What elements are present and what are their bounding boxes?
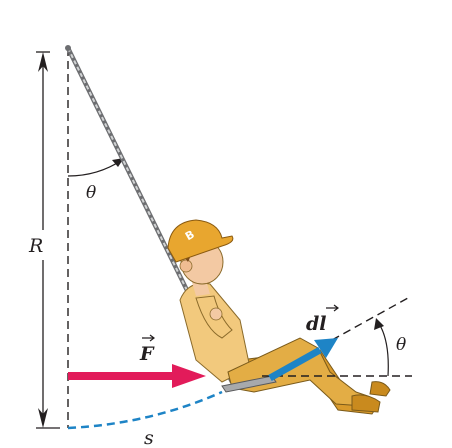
svg-text:F: F — [139, 343, 155, 365]
tangent-line — [331, 297, 409, 341]
arc-path-s — [67, 390, 223, 430]
force-arrow — [68, 364, 206, 388]
boy-figure — [167, 219, 391, 415]
radius-label: R — [28, 235, 43, 257]
arc-label: s — [144, 427, 154, 448]
theta-right-arc — [374, 318, 389, 377]
radius-dimension — [36, 51, 60, 429]
force-label: F — [139, 334, 155, 365]
theta-top-label: θ — [86, 183, 96, 203]
svg-text:dl: dl — [306, 313, 327, 335]
theta-right-label: θ — [396, 335, 406, 355]
displacement-label: dl — [306, 304, 339, 335]
displacement-arrow — [268, 338, 338, 382]
theta-top-arc — [67, 158, 124, 177]
